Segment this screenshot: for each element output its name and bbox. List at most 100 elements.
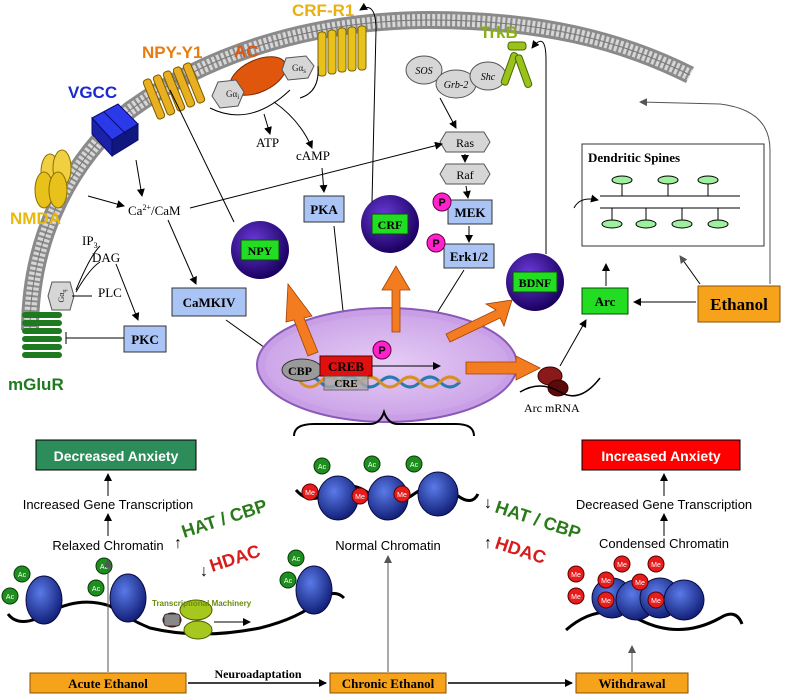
pka-box [303, 195, 345, 223]
svg-text:Ac: Ac [318, 464, 327, 471]
creb-phospho [372, 340, 392, 360]
chromatin-bracket [293, 408, 475, 437]
svg-text:Me: Me [617, 562, 627, 569]
pka-label: PKA [310, 202, 338, 217]
gas-protein: Gαs [281, 55, 315, 81]
vgcc-channel [91, 103, 139, 158]
hdac-left-label: HDAC [207, 541, 263, 576]
arc-mrna-label: Arc mRNA [524, 401, 580, 415]
svg-text:NPY: NPY [248, 244, 273, 258]
hdac-right-label: HDAC [493, 533, 549, 568]
trkb-receptor [500, 41, 533, 88]
svg-text:Me: Me [355, 494, 365, 501]
camkiv-box [171, 287, 247, 317]
dag-label: DAG [92, 250, 120, 265]
acute-ethanol-label: Acute Ethanol [68, 676, 148, 691]
svg-text:Gαi: Gαi [226, 89, 239, 101]
ac-label: AC [234, 42, 259, 61]
svg-text:Me: Me [571, 572, 581, 579]
erk-box [443, 243, 495, 269]
crf-r1-receptor [317, 25, 367, 77]
arc-mrna [519, 366, 601, 397]
ras-node: Ras [439, 131, 491, 153]
pkc-box [123, 325, 167, 353]
svg-text:CRF: CRF [378, 218, 403, 232]
vgcc-label: VGCC [68, 83, 117, 102]
ethanol-label: Ethanol [710, 295, 768, 314]
camkiv-label: CaMKIV [183, 295, 236, 310]
nmda-receptor [34, 149, 72, 209]
svg-text:Ac: Ac [284, 578, 293, 585]
erk-label: Erk1/2 [450, 249, 488, 264]
grb2-label: Grb-2 [444, 80, 468, 91]
ip3-label: IP3 [82, 233, 98, 250]
svg-text:Me: Me [651, 598, 661, 605]
cre-label: CRE [334, 378, 357, 390]
svg-text:BDNF: BDNF [519, 276, 552, 290]
atp-label: ATP [256, 135, 279, 150]
hdac-up-arrow: ↑ [484, 535, 492, 552]
withdrawal-box [575, 672, 689, 694]
hat-down-arrow: ↓ [484, 495, 492, 512]
svg-text:Ac: Ac [100, 564, 109, 571]
arc-box [581, 287, 629, 315]
ca-cam-label: Ca2+/CaM [128, 203, 181, 218]
svg-text:Me: Me [397, 492, 407, 499]
chronic-ethanol-box [329, 672, 447, 694]
nmda-label: NMDA [10, 209, 61, 228]
normal-chromatin-drawing: Ac Ac Ac Me Me Me [294, 455, 480, 521]
svg-text:Ac: Ac [18, 572, 27, 579]
decreased-anxiety-label: Decreased Anxiety [54, 448, 179, 464]
svg-text:Me: Me [651, 562, 661, 569]
cell-membrane [21, 10, 695, 331]
hat-up-arrow: ↑ [174, 535, 182, 552]
svg-text:P: P [438, 197, 445, 209]
mek-phospho [432, 192, 452, 212]
spines-drawing [573, 175, 740, 229]
neuroadaptation-label: Neuroadaptation [214, 667, 301, 681]
svg-text:P: P [432, 238, 439, 250]
sos-grb2-shc-complex: SOS Grb-2 Shc [405, 55, 507, 99]
shc-label: Shc [481, 72, 496, 83]
hdac-down-arrow: ↓ [200, 563, 208, 580]
svg-text:Gαs: Gαs [292, 63, 306, 75]
svg-text:Ac: Ac [92, 586, 101, 593]
svg-text:Ac: Ac [6, 594, 15, 601]
crf-peptide: CRF [361, 195, 419, 253]
svg-text:Ac: Ac [410, 462, 419, 469]
increased-anxiety-label: Increased Anxiety [601, 448, 721, 464]
raf-node: Raf [439, 163, 491, 185]
npy-y1-label: NPY-Y1 [142, 43, 202, 62]
pkc-label: PKC [131, 332, 158, 347]
withdrawal-label: Withdrawal [599, 676, 666, 691]
increased-anxiety-box [581, 439, 741, 471]
creb-label: CREB [328, 359, 364, 374]
relaxed-chromatin-label: Relaxed Chromatin [52, 538, 163, 553]
svg-text:Ac: Ac [292, 556, 301, 563]
signaling-arrows [65, 2, 547, 371]
mek-box [447, 199, 493, 225]
svg-text:Me: Me [635, 580, 645, 587]
arc-label: Arc [595, 294, 616, 309]
decreased-anxiety-box [35, 439, 197, 471]
crf-r1-label: CRF-R1 [292, 1, 354, 20]
svg-text:Me: Me [571, 594, 581, 601]
condensed-chromatin-drawing: Me Me Me Me Me Me Me Me [565, 555, 744, 632]
mglur-receptor [22, 312, 62, 358]
gai-protein: Gαi [211, 79, 245, 109]
relaxed-chromatin-drawing: Ac Ac Ac Ac Ac Ac [1, 549, 346, 640]
condensed-chromatin-label: Condensed Chromatin [599, 536, 729, 551]
sos-label: SOS [415, 66, 432, 77]
acute-ethanol-box [29, 672, 187, 694]
svg-text:Gαq: Gαq [57, 290, 68, 303]
svg-text:Ac: Ac [368, 462, 377, 469]
increased-transcription-label: Increased Gene Transcription [23, 497, 194, 512]
ethanol-box [697, 285, 781, 323]
svg-text:Me: Me [601, 598, 611, 605]
transcriptional-machinery-label: Transcriptional Machinery [152, 599, 252, 608]
svg-text:Me: Me [601, 578, 611, 585]
decreased-transcription-label: Decreased Gene Transcription [576, 497, 752, 512]
normal-chromatin-label: Normal Chromatin [335, 538, 440, 553]
bdnf-peptide: BDNF [506, 253, 564, 311]
